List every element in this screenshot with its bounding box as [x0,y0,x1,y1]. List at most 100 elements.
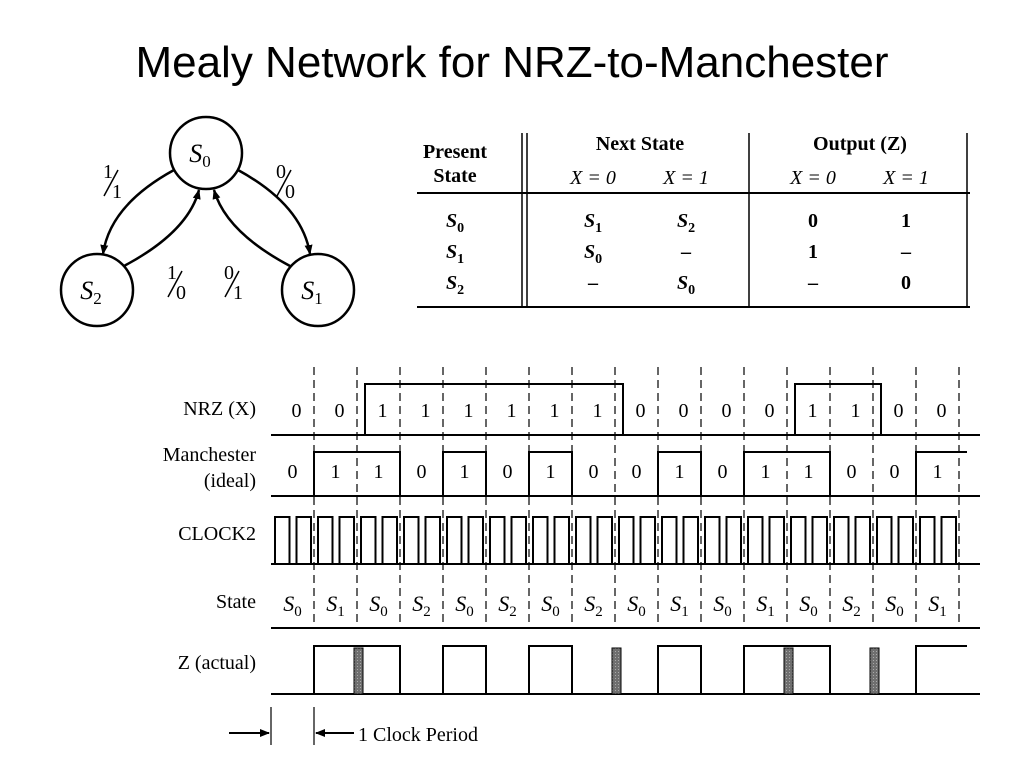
nrz-bit-label: 0 [636,400,646,422]
table-cell: S1 [584,210,602,236]
manchester-bit-label: 0 [288,461,298,483]
state-sequence-label: S1 [928,591,947,620]
clock-period-label: 1 Clock Period [358,724,478,746]
manchester-bit-label: 1 [804,461,814,483]
table-cell: – [900,241,912,263]
clock-waveform [271,516,967,565]
state-sequence-label: S0 [627,591,646,620]
table-header-output: Output (Z) [813,133,907,155]
manchester-bit-label: 0 [847,461,857,483]
state-table: Present State Next State Output (Z) X = … [417,133,970,308]
transition-arrow-s0-s2 [100,168,175,255]
table-cell: – [807,272,819,294]
nrz-bit-label: 0 [894,400,904,422]
nrz-bit-label: 0 [335,400,345,422]
nrz-bit-label: 1 [421,400,431,422]
manchester-bit-label: 1 [761,461,771,483]
table-cell: 1 [808,241,818,263]
svg-text:0: 0 [285,181,295,203]
z-actual-waveform [271,645,967,695]
table-cell: 0 [901,272,911,294]
nrz-bit-label: 0 [292,400,302,422]
nrz-bit-label: 1 [507,400,517,422]
table-subheader: X = 0 [569,167,616,189]
manchester-bit-label: 0 [718,461,728,483]
table-header-state: State [433,165,476,187]
transition-arrow-s0-s1 [237,168,313,255]
page-title: Mealy Network for NRZ-to-Manchester [135,38,889,87]
svg-text:1: 1 [103,161,113,183]
table-subheader: X = 0 [789,167,836,189]
nrz-bit-label: 1 [808,400,818,422]
row-label-manchester-ideal: (ideal) [204,470,256,492]
table-subheader: X = 1 [882,167,929,189]
state-name-s2: S2 [80,276,102,308]
state-sequence-label: S0 [369,591,388,620]
nrz-bit-label: 1 [851,400,861,422]
nrz-bit-label: 0 [679,400,689,422]
transition-label-s1-s0: 0 1 [224,262,243,304]
state-sequence-label: S0 [885,591,904,620]
manchester-bit-label: 0 [890,461,900,483]
state-sequence-label: S2 [584,591,603,620]
nrz-bit-label: 0 [937,400,947,422]
row-label-nrz: NRZ (X) [183,398,256,420]
z-glitch [611,647,622,695]
svg-text:0: 0 [276,161,286,183]
timing-diagram: NRZ (X) Manchester (ideal) CLOCK2 State … [163,367,980,746]
manchester-bit-label: 1 [460,461,470,483]
state-sequence-label: S0 [283,591,302,620]
table-cell: 1 [901,210,911,232]
row-label-state: State [216,591,256,613]
table-header-present: Present [423,141,487,163]
transition-label-s0-s1: 0 0 [276,161,295,203]
row-label-manchester: Manchester [163,444,257,466]
transition-labels: 1 1 1 0 0 0 0 1 [103,161,295,304]
state-sequence-label: S2 [842,591,861,620]
nrz-bit-label: 1 [378,400,388,422]
table-cell: S0 [446,210,464,236]
z-glitch [869,647,880,695]
svg-text:1: 1 [233,282,243,304]
state-diagram [59,115,356,328]
state-node-s2 [59,252,135,328]
manchester-bit-label: 0 [632,461,642,483]
nrz-bit-label: 0 [765,400,775,422]
table-cell: 0 [808,210,818,232]
table-subheader: X = 1 [662,167,709,189]
manchester-bit-label: 1 [546,461,556,483]
state-sequence-label: S0 [455,591,474,620]
nrz-bit-label: 1 [464,400,474,422]
transition-label-s0-s2: 1 1 [103,161,122,203]
table-cell: – [680,241,692,263]
z-glitch [783,647,794,695]
row-label-z-actual: Z (actual) [178,652,256,674]
table-cell: S1 [446,241,464,267]
transition-label-s2-s0: 1 0 [167,262,186,304]
svg-text:1: 1 [112,181,122,203]
manchester-bit-label: 0 [417,461,427,483]
state-sequence-label: S1 [756,591,775,620]
manchester-bit-label: 1 [331,461,341,483]
manchester-bit-label: 1 [675,461,685,483]
table-cell: S2 [677,210,695,236]
svg-text:0: 0 [176,282,186,304]
table-cell: S0 [584,241,602,267]
state-name-s0: S0 [189,139,211,171]
state-sequence-label: S1 [326,591,345,620]
clock-period-marker: 1 Clock Period [229,707,478,746]
state-sequence-label: S2 [498,591,517,620]
state-node-s0 [168,115,244,191]
table-header-next-state: Next State [596,133,684,155]
transition-arrow-s1-s0 [212,189,291,268]
state-sequence-label: S1 [670,591,689,620]
row-label-clock: CLOCK2 [178,523,256,545]
state-sequence-label: S2 [412,591,431,620]
state-name-s1: S1 [301,276,323,308]
state-sequence-label: S0 [541,591,560,620]
svg-text:0: 0 [224,262,234,284]
svg-text:1: 1 [167,262,177,284]
state-node-s1 [280,252,356,328]
